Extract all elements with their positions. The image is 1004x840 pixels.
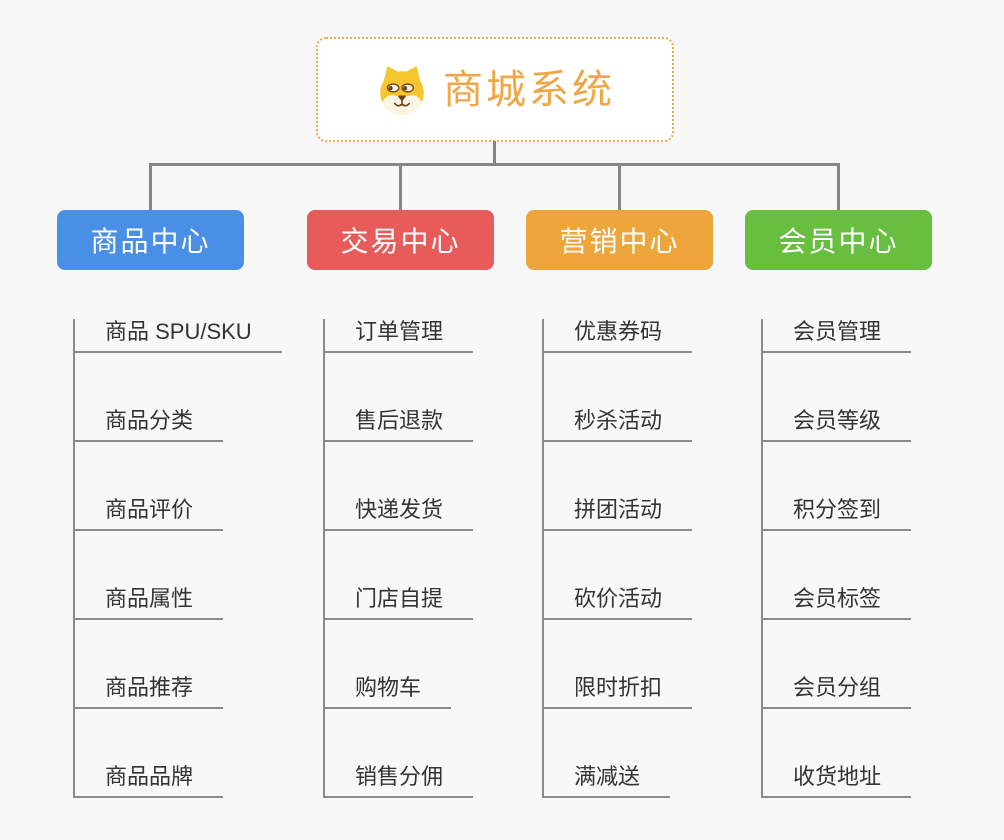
leaf-node[interactable]: 商品评价 (75, 497, 224, 531)
branch-members: 会员中心 会员管理 会员等级 积分签到 会员标签 会员分组 收货地址 (745, 210, 945, 798)
leaf-node[interactable]: 购物车 (325, 675, 452, 709)
connector-drop (399, 163, 402, 211)
branch-trade: 交易中心 订单管理 售后退款 快递发货 门店自提 购物车 销售分佣 (307, 210, 507, 798)
root-title: 商城系统 (443, 67, 615, 112)
leaf-node[interactable]: 门店自提 (325, 586, 474, 620)
leaf-node[interactable]: 商品分类 (75, 408, 224, 442)
leaf-node[interactable]: 满减送 (544, 764, 671, 798)
leaf-node[interactable]: 秒杀活动 (544, 408, 693, 442)
branch-leaves: 优惠券码 秒杀活动 拼团活动 砍价活动 限时折扣 满减送 (542, 319, 726, 798)
leaf-node[interactable]: 订单管理 (325, 319, 474, 353)
leaf-node[interactable]: 收货地址 (763, 764, 912, 798)
leaf-node[interactable]: 会员分组 (763, 675, 912, 709)
branch-header-marketing[interactable]: 营销中心 (526, 210, 713, 270)
root-node[interactable]: 商城系统 (316, 37, 674, 142)
leaf-node[interactable]: 优惠券码 (544, 319, 693, 353)
branch-header-products[interactable]: 商品中心 (57, 210, 244, 270)
branch-marketing: 营销中心 优惠券码 秒杀活动 拼团活动 砍价活动 限时折扣 满减送 (526, 210, 726, 798)
connector-bus-line (149, 163, 840, 166)
branch-products: 商品中心 商品 SPU/SKU 商品分类 商品评价 商品属性 商品推荐 商品品牌 (57, 210, 282, 798)
leaf-node[interactable]: 商品推荐 (75, 675, 224, 709)
leaf-node[interactable]: 会员等级 (763, 408, 912, 442)
connector-drop (149, 163, 152, 211)
leaf-node[interactable]: 限时折扣 (544, 675, 693, 709)
connector-drop (618, 163, 621, 211)
leaf-node[interactable]: 商品属性 (75, 586, 224, 620)
connector-drop (837, 163, 840, 211)
leaf-node[interactable]: 售后退款 (325, 408, 474, 442)
branch-leaves: 商品 SPU/SKU 商品分类 商品评价 商品属性 商品推荐 商品品牌 (73, 319, 282, 798)
branch-header-members[interactable]: 会员中心 (745, 210, 932, 270)
branch-leaves: 订单管理 售后退款 快递发货 门店自提 购物车 销售分佣 (323, 319, 507, 798)
branch-header-trade[interactable]: 交易中心 (307, 210, 494, 270)
leaf-node[interactable]: 砍价活动 (544, 586, 693, 620)
dog-face-icon (380, 65, 424, 115)
branch-leaves: 会员管理 会员等级 积分签到 会员标签 会员分组 收货地址 (761, 319, 945, 798)
leaf-node[interactable]: 快递发货 (325, 497, 474, 531)
leaf-node[interactable]: 积分签到 (763, 497, 912, 531)
leaf-node[interactable]: 商品 SPU/SKU (75, 319, 282, 353)
connector-root-stem (493, 141, 496, 165)
leaf-node[interactable]: 会员标签 (763, 586, 912, 620)
leaf-node[interactable]: 拼团活动 (544, 497, 693, 531)
leaf-node[interactable]: 销售分佣 (325, 764, 474, 798)
leaf-node[interactable]: 商品品牌 (75, 764, 224, 798)
leaf-node[interactable]: 会员管理 (763, 319, 912, 353)
